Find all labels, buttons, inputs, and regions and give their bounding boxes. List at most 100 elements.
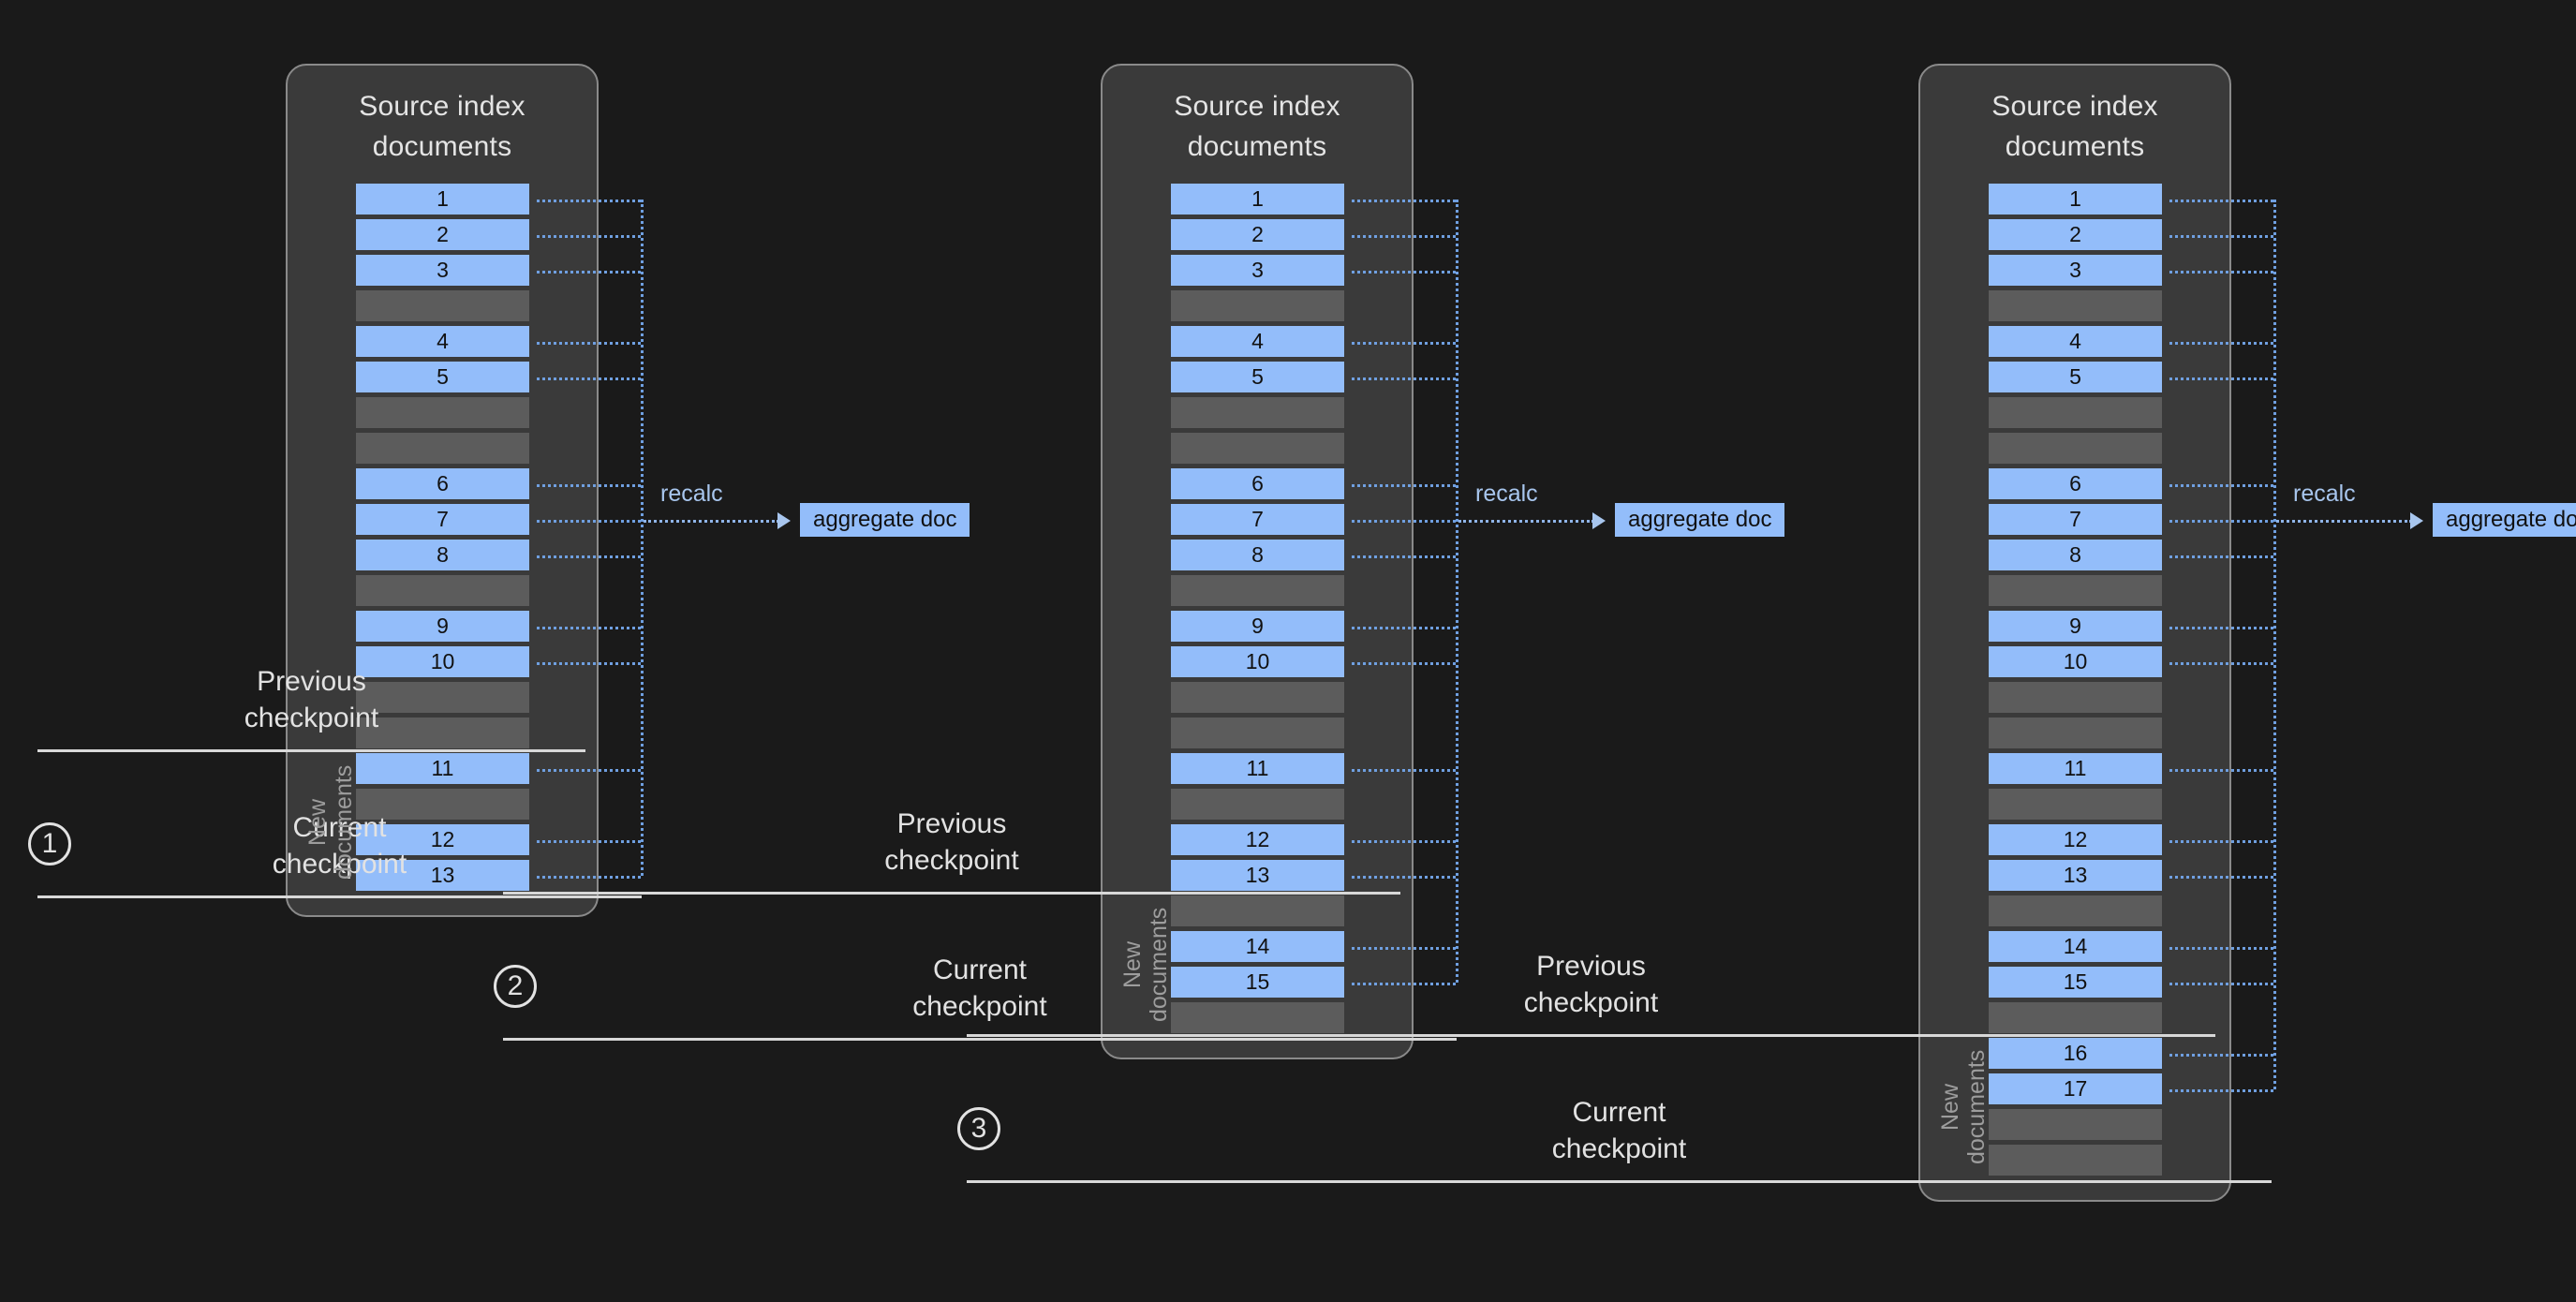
document-row-empty <box>356 682 529 713</box>
document-row-empty <box>1171 895 1344 926</box>
document-row-filled: 16 <box>1989 1038 2162 1069</box>
document-number: 8 <box>2069 542 2081 567</box>
document-row-empty <box>1171 290 1344 321</box>
new-documents-label: New documents <box>1937 1049 1990 1165</box>
document-row-filled: 7 <box>1989 504 2162 535</box>
document-row-empty <box>1989 290 2162 321</box>
current-checkpoint-label: Current checkpoint <box>1551 1097 1687 1164</box>
document-row-empty <box>1171 718 1344 748</box>
document-row-filled: 3 <box>1171 255 1344 286</box>
current-checkpoint-line <box>37 895 642 898</box>
document-number: 3 <box>1251 258 1264 282</box>
connector-line <box>2169 555 2273 558</box>
connector-line <box>537 234 641 238</box>
connector-line <box>2169 377 2273 380</box>
recalc-arrow-head <box>777 511 791 529</box>
document-row-filled: 2 <box>1171 219 1344 250</box>
document-row-filled: 11 <box>356 753 529 784</box>
document-number: 8 <box>1251 542 1264 567</box>
aggregate-doc-box: aggregate doc <box>1615 502 1785 537</box>
connector-line <box>2169 626 2273 629</box>
document-row-filled: 7 <box>356 504 529 535</box>
connector-line <box>1352 626 1456 629</box>
connector-line <box>1352 982 1456 985</box>
document-row-empty <box>1171 433 1344 464</box>
document-row-filled: 1 <box>356 184 529 215</box>
current-checkpoint-label: Current checkpoint <box>272 812 407 880</box>
document-row-empty <box>356 290 529 321</box>
connector-line <box>2169 270 2273 274</box>
current-checkpoint-line <box>967 1180 2272 1183</box>
document-row-filled: 1 <box>1171 184 1344 215</box>
document-number: 2 <box>1251 222 1264 246</box>
connector-line <box>537 555 641 558</box>
document-row-empty <box>356 718 529 748</box>
document-number: 12 <box>1245 827 1270 851</box>
panel-title-3: Source index documents <box>1991 91 2158 162</box>
document-row-filled: 5 <box>1989 362 2162 392</box>
document-number: 4 <box>1251 329 1264 353</box>
document-row-empty <box>1989 575 2162 606</box>
previous-checkpoint-line <box>503 892 1400 895</box>
connector-line <box>1352 875 1456 879</box>
connector-line <box>537 377 641 380</box>
connector-line <box>2169 661 2273 665</box>
document-row-empty <box>1989 1002 2162 1033</box>
document-row-filled: 14 <box>1989 931 2162 962</box>
document-row-filled: 10 <box>1989 646 2162 677</box>
document-row-filled: 15 <box>1171 967 1344 998</box>
document-row-empty <box>1171 789 1344 820</box>
document-row-filled: 17 <box>1989 1073 2162 1104</box>
connector-line <box>537 341 641 345</box>
document-row-filled: 13 <box>1989 860 2162 891</box>
document-number: 2 <box>2069 222 2081 246</box>
document-row-empty <box>356 575 529 606</box>
document-row-filled: 9 <box>356 611 529 642</box>
document-number: 3 <box>2069 258 2081 282</box>
connector-line <box>1352 270 1456 274</box>
document-number: 8 <box>437 542 449 567</box>
document-row-empty <box>1989 682 2162 713</box>
document-row-filled: 10 <box>1171 646 1344 677</box>
previous-checkpoint-line <box>37 749 585 752</box>
document-number: 14 <box>1245 934 1270 958</box>
document-row-empty <box>1989 397 2162 428</box>
document-number: 1 <box>2069 186 2081 211</box>
connector-line <box>1352 483 1456 487</box>
document-number: 12 <box>430 827 455 851</box>
current-checkpoint-label: Current checkpoint <box>912 954 1047 1022</box>
document-row-empty <box>1171 1002 1344 1033</box>
aggregate-doc-box: aggregate doc <box>2433 502 2576 537</box>
connector-line <box>2169 839 2273 843</box>
document-number: 13 <box>2063 863 2088 887</box>
document-number: 3 <box>437 258 449 282</box>
document-row-filled: 7 <box>1171 504 1344 535</box>
document-row-empty <box>1989 1109 2162 1140</box>
connector-collector <box>1456 199 1458 983</box>
step-number-badge: 1 <box>28 822 71 866</box>
document-number: 13 <box>1245 863 1270 887</box>
document-row-filled: 13 <box>1171 860 1344 891</box>
connector-line <box>1352 199 1456 202</box>
document-row-empty <box>1171 397 1344 428</box>
connector-line <box>1352 661 1456 665</box>
step-number-badge: 3 <box>957 1107 1000 1150</box>
document-row-empty <box>1989 895 2162 926</box>
document-row-filled: 3 <box>356 255 529 286</box>
document-row-filled: 4 <box>1989 326 2162 357</box>
document-row-filled: 8 <box>1989 540 2162 570</box>
document-number: 15 <box>2063 969 2088 994</box>
document-number: 9 <box>437 614 449 638</box>
document-number: 11 <box>2064 756 2087 780</box>
aggregate-doc-box: aggregate doc <box>800 502 970 537</box>
recalc-arrow-head <box>1592 511 1606 529</box>
document-row-filled: 14 <box>1171 931 1344 962</box>
recalc-label: recalc <box>2293 480 2356 507</box>
previous-checkpoint-line <box>967 1034 2215 1037</box>
document-number: 7 <box>2069 507 2081 531</box>
connector-line <box>2169 234 2273 238</box>
document-row-filled: 8 <box>356 540 529 570</box>
recalc-label: recalc <box>1475 480 1538 507</box>
document-row-empty <box>356 433 529 464</box>
